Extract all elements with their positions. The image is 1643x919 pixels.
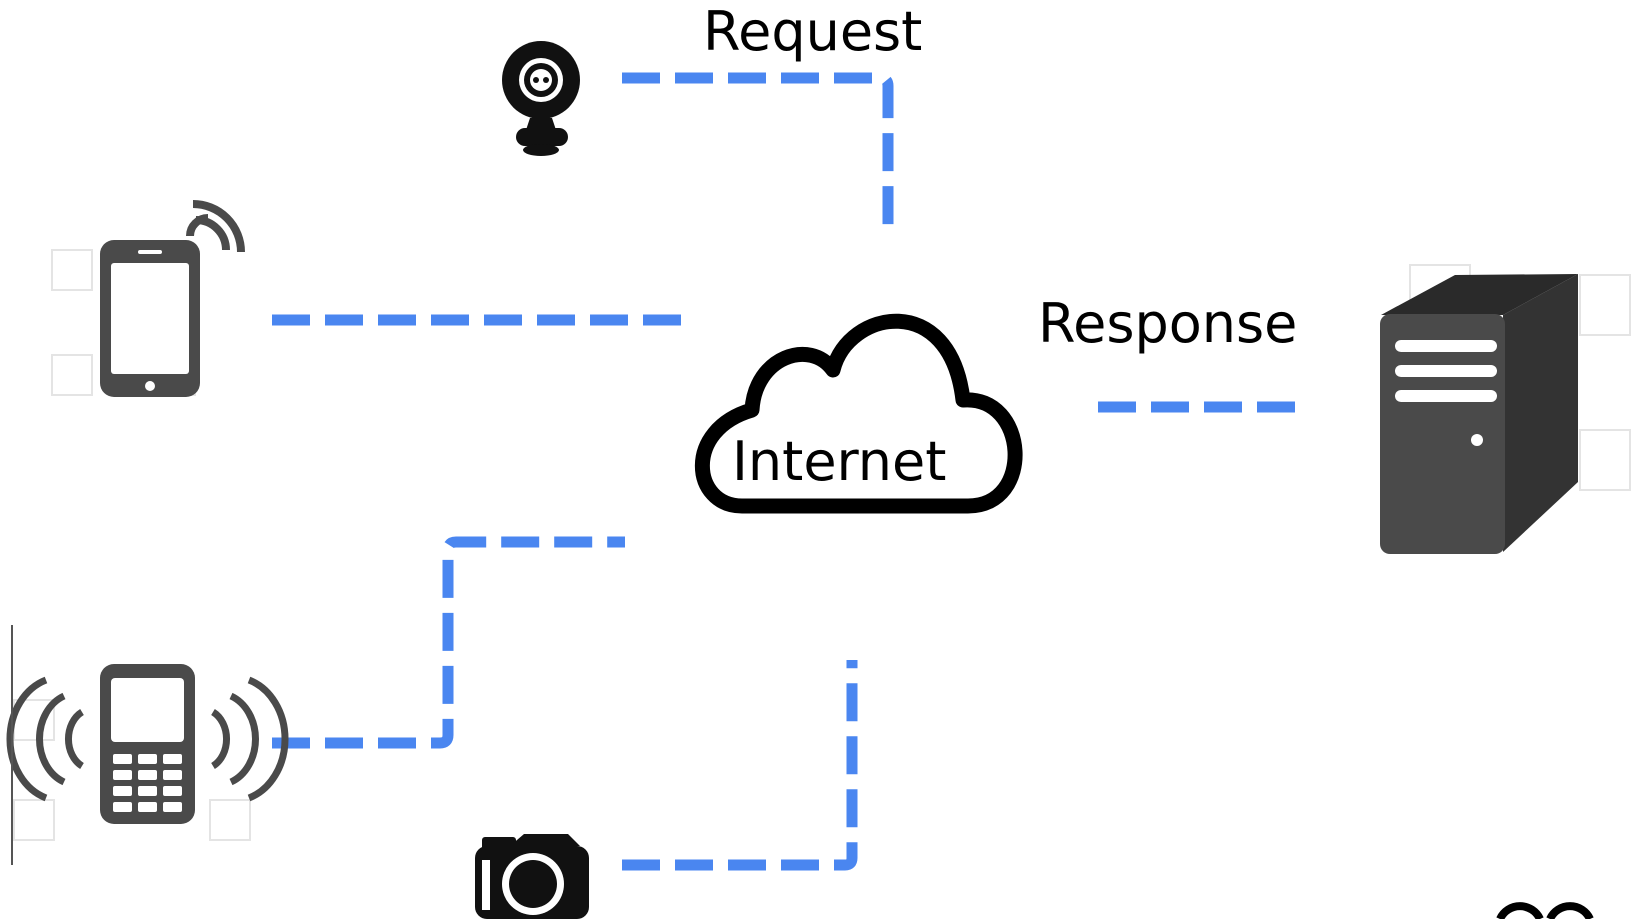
request-label: Request [703, 0, 922, 63]
response-label: Response [1038, 292, 1297, 355]
internet-label: Internet [732, 430, 946, 493]
camera-icon [475, 834, 589, 919]
connector-webcam-internet [622, 72, 894, 228]
server-tower-icon [1380, 264, 1631, 554]
connector-camera-internet [622, 660, 858, 871]
smartphone-icon [51, 200, 245, 397]
cell-phone-icon [6, 625, 289, 865]
corner-mark [1496, 902, 1594, 919]
webcam-icon [502, 41, 580, 156]
cloud-icon: Internet [695, 313, 1023, 514]
connector-cellphone-internet [272, 536, 625, 749]
